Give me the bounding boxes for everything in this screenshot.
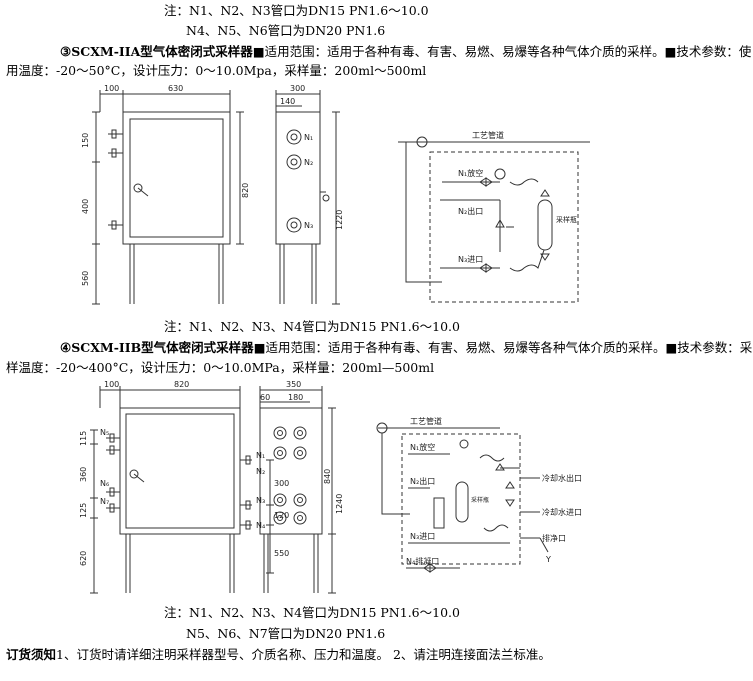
s4-side-w2: 60 — [260, 393, 270, 402]
s4-sampler-label: 采样瓶 — [471, 496, 489, 504]
section4-desc1: ■适用范围：适用于各种有毒、有害、易燃、易爆等各种气体介质的采样。■技术参数：采 — [253, 340, 753, 355]
s4-dim-h5: 300 — [274, 479, 289, 488]
s4-cw-out-label: 冷却水出口 — [542, 473, 582, 483]
s4-side-htot: 1240 — [335, 494, 344, 514]
s4-y-label: Y — [545, 555, 551, 564]
s3-inlet-label: N₃进口 — [458, 255, 483, 264]
s3-outlet-label: N₂出口 — [458, 206, 483, 216]
s4-nozzle-n5: N₅ — [100, 428, 109, 437]
s3-front-view — [92, 90, 244, 305]
s4-front-view — [90, 386, 274, 594]
s3-dim-w2: 630 — [168, 84, 183, 93]
s4-side-h1: 840 — [323, 469, 332, 484]
section4-desc2: 样温度：-20～400°C，设计压力：0～10.0MPa，采样量：200ml—5… — [6, 360, 435, 375]
s4-schematic — [376, 422, 549, 573]
section3-desc1: ■适用范围：适用于各种有毒、有害、易燃、易爆等各种气体介质的采样。■技术参数：使 — [252, 44, 752, 59]
s3-schematic — [398, 136, 590, 303]
s4-dim-w1: 100 — [104, 380, 119, 389]
s4-cw-in-label: 冷却水进口 — [542, 507, 582, 517]
note-a-line2: N4、N5、N6管口为DN20 PN1.6 — [186, 23, 386, 38]
s4-inlet-label: N₃进口 — [410, 532, 435, 541]
section3-marker: ③ — [60, 44, 72, 59]
ordering-text: 1、订货时请详细注明采样器型号、介质名称、压力和温度。 2、请注明连接面法兰标准… — [56, 647, 551, 662]
section4-title: SCXM-IIB型气体密闭式采样器 — [71, 340, 254, 355]
note-a-line1: 注：N1、N2、N3管口为DN15 PN1.6～10.0 — [164, 3, 429, 18]
s3-vent-label: N₁放空 — [458, 168, 483, 178]
s3-nozzle-n2: N₂ — [304, 158, 313, 167]
s4-dim-h2: 360 — [80, 467, 88, 482]
section3-desc2: 用温度：-20～50°C，设计压力：0～10.0Mpa，采样量：200ml～50… — [6, 63, 427, 78]
s4-dim-h1: 115 — [80, 431, 88, 446]
s3-dim-h1: 150 — [81, 133, 90, 148]
section4-note2: N5、N6、N7管口为DN20 PN1.6 — [186, 626, 386, 641]
ordering-heading: 订货须知 — [6, 647, 57, 662]
s3-dim-w1: 100 — [104, 84, 119, 93]
s3-dim-h3: 560 — [81, 271, 90, 286]
s4-side-w1: 350 — [286, 380, 301, 389]
s4-nozzle-n6: N₆ — [100, 479, 109, 488]
section4-figure: 100 820 115 360 125 620 300 120 550 350 … — [80, 380, 582, 594]
s4-nozzle-n7: N₇ — [100, 497, 109, 506]
section4-header: ④SCXM-IIB型气体密闭式采样器■适用范围：适用于各种有毒、有害、易燃、易爆… — [60, 340, 752, 356]
s3-side-htot: 1220 — [335, 210, 344, 230]
s4-dim-h3: 125 — [80, 503, 88, 518]
s3-side-view — [275, 90, 340, 305]
section3-figure: 100 630 150 400 560 820 300 140 1220 N₁ … — [81, 84, 590, 305]
s4-side-view — [259, 386, 336, 594]
s3-side-w1: 300 — [290, 84, 305, 93]
section3-header: ③SCXM-IIA型气体密闭式采样器■适用范围：适用于各种有毒、有害、易燃、易爆… — [60, 44, 751, 60]
s4-vent-label: N₁放空 — [410, 442, 435, 452]
ordering-notes: 订货须知1、订货时请详细注明采样器型号、介质名称、压力和温度。 2、请注明连接面… — [6, 647, 551, 663]
s4-nozzle-n4: N₄ — [256, 521, 265, 530]
section3-note: 注：N1、N2、N3、N4管口为DN15 PN1.6～10.0 — [164, 319, 460, 334]
s4-nozzle-n3: N₃ — [256, 496, 265, 505]
s3-side-w2: 140 — [280, 97, 295, 106]
s4-dim-h6: 120 — [274, 511, 289, 520]
s4-dim-h4: 620 — [80, 551, 88, 566]
s3-sampler-label: 采样瓶 — [556, 215, 577, 224]
s4-drain-label: N₄排凝口 — [406, 556, 439, 566]
s4-outlet-label: N₂出口 — [410, 476, 435, 486]
section4-marker: ④ — [60, 340, 72, 355]
s4-dim-w2: 820 — [174, 380, 189, 389]
s4-side-w3: 180 — [288, 393, 303, 402]
s3-nozzle-n1: N₁ — [304, 133, 313, 142]
s3-dim-htot: 820 — [241, 183, 250, 198]
section4-note1: 注：N1、N2、N3、N4管口为DN15 PN1.6～10.0 — [164, 605, 460, 620]
s3-nozzle-n3: N₃ — [304, 221, 313, 230]
s4-purge-label: 排净口 — [542, 533, 566, 543]
s4-nozzle-n1: N₁ — [256, 451, 265, 460]
s4-nozzle-n2: N₂ — [256, 467, 265, 476]
s4-pipe-label: 工艺管道 — [410, 416, 442, 426]
s4-dim-h7: 550 — [274, 549, 289, 558]
section3-title: SCXM-IIA型气体密闭式采样器 — [71, 44, 253, 59]
s3-pipe-label: 工艺管道 — [472, 130, 504, 140]
s3-dim-h2: 400 — [81, 199, 90, 214]
